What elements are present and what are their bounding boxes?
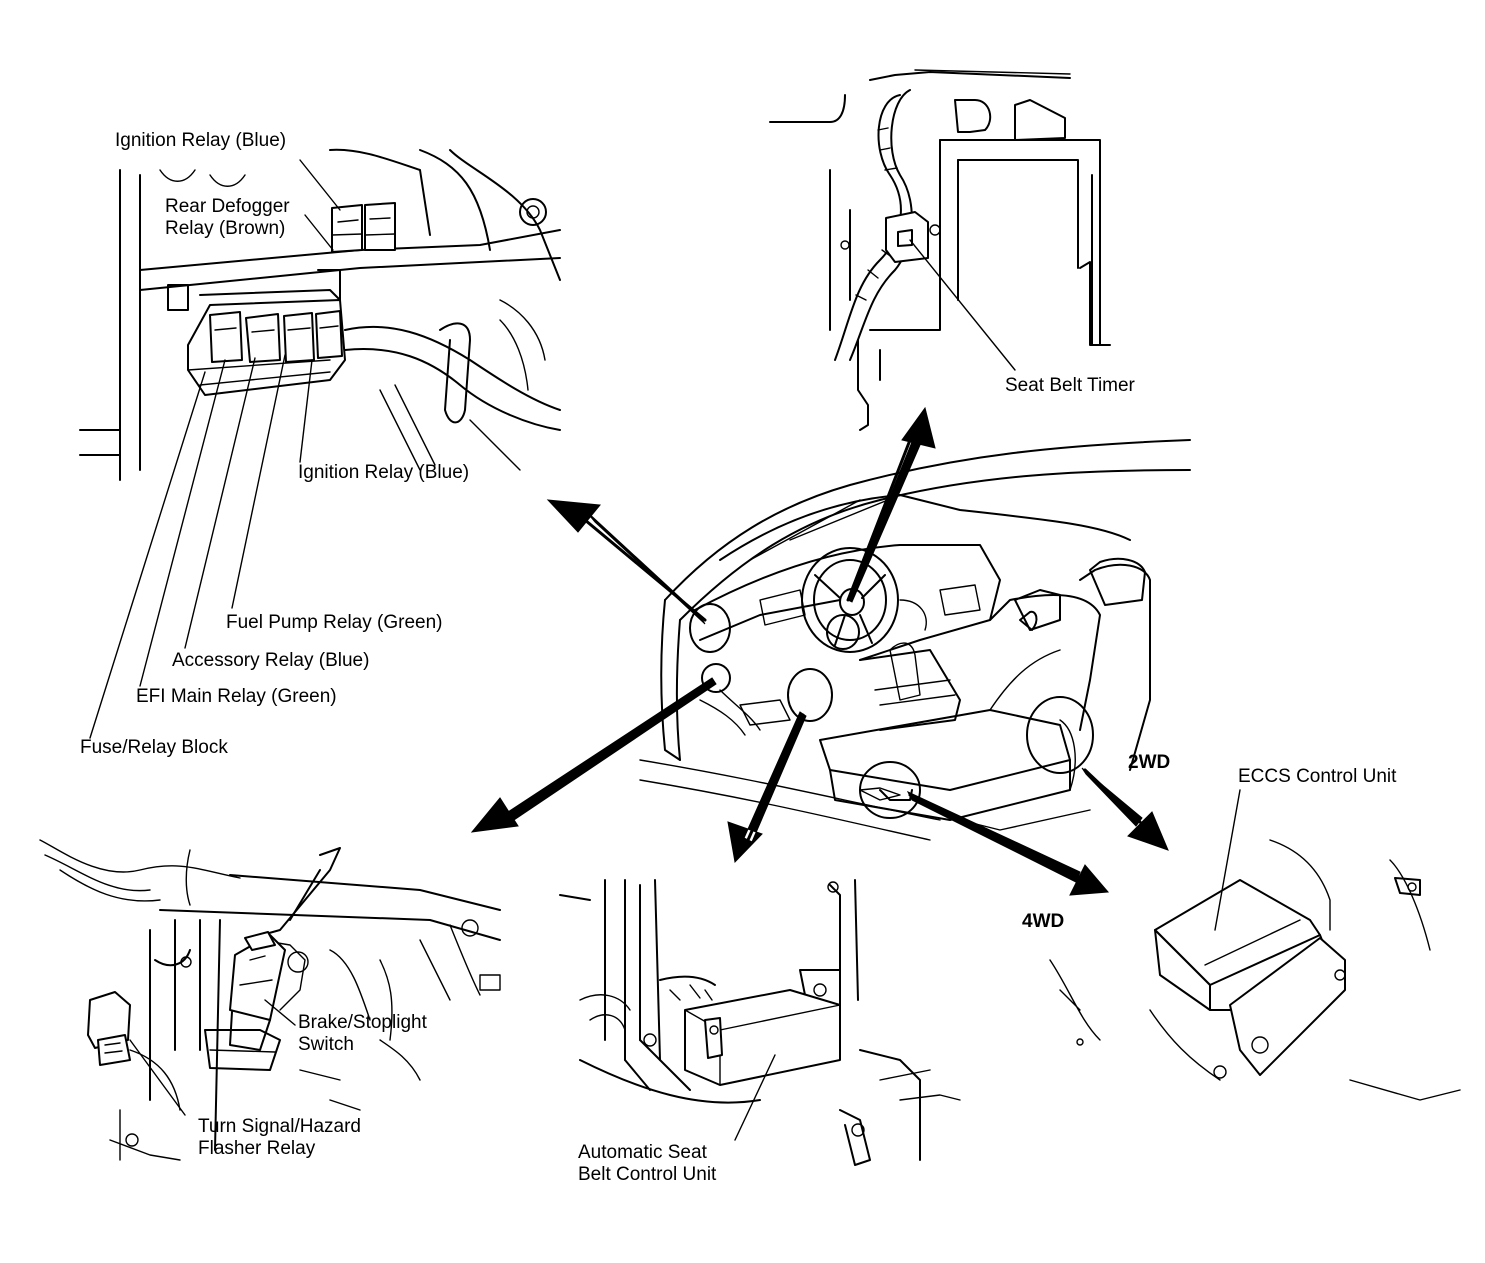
label-2wd: 2WD	[1128, 752, 1171, 773]
seat-belt-control-unit-illustration	[559, 879, 961, 1166]
label-seat-belt-cu-line1: Automatic Seat	[578, 1142, 707, 1163]
brake-flasher-illustration	[39, 839, 501, 1161]
label-fuse-relay-block: Fuse/Relay Block	[80, 737, 228, 758]
label-ignition-relay-bottom: Ignition Relay (Blue)	[298, 462, 470, 483]
label-brake-switch-line2: Switch	[298, 1034, 354, 1055]
label-fuel-pump-relay: Fuel Pump Relay (Green)	[226, 612, 443, 633]
label-rear-defogger-line1: Rear Defogger	[165, 196, 290, 217]
label-accessory-relay: Accessory Relay (Blue)	[172, 650, 370, 671]
label-4wd: 4WD	[1022, 911, 1065, 932]
label-eccs-control-unit: ECCS Control Unit	[1238, 766, 1397, 787]
label-flasher-line2: Flasher Relay	[198, 1138, 316, 1159]
label-seat-belt-cu-line2: Belt Control Unit	[578, 1164, 717, 1185]
leader-lines	[89, 159, 1241, 1141]
eccs-control-unit-illustration	[1049, 839, 1461, 1101]
label-rear-defogger-line2: Relay (Brown)	[165, 218, 286, 239]
label-flasher-line1: Turn Signal/Hazard	[198, 1116, 361, 1137]
vehicle-interior-illustration	[639, 439, 1191, 841]
label-ignition-relay-top: Ignition Relay (Blue)	[115, 130, 287, 151]
fuse-relay-block-illustration	[79, 148, 561, 481]
arrow-icon	[470, 406, 1169, 896]
label-seat-belt-timer: Seat Belt Timer	[1005, 375, 1135, 396]
label-brake-switch-line1: Brake/Stoplight	[298, 1012, 427, 1033]
label-efi-main-relay: EFI Main Relay (Green)	[136, 686, 337, 707]
